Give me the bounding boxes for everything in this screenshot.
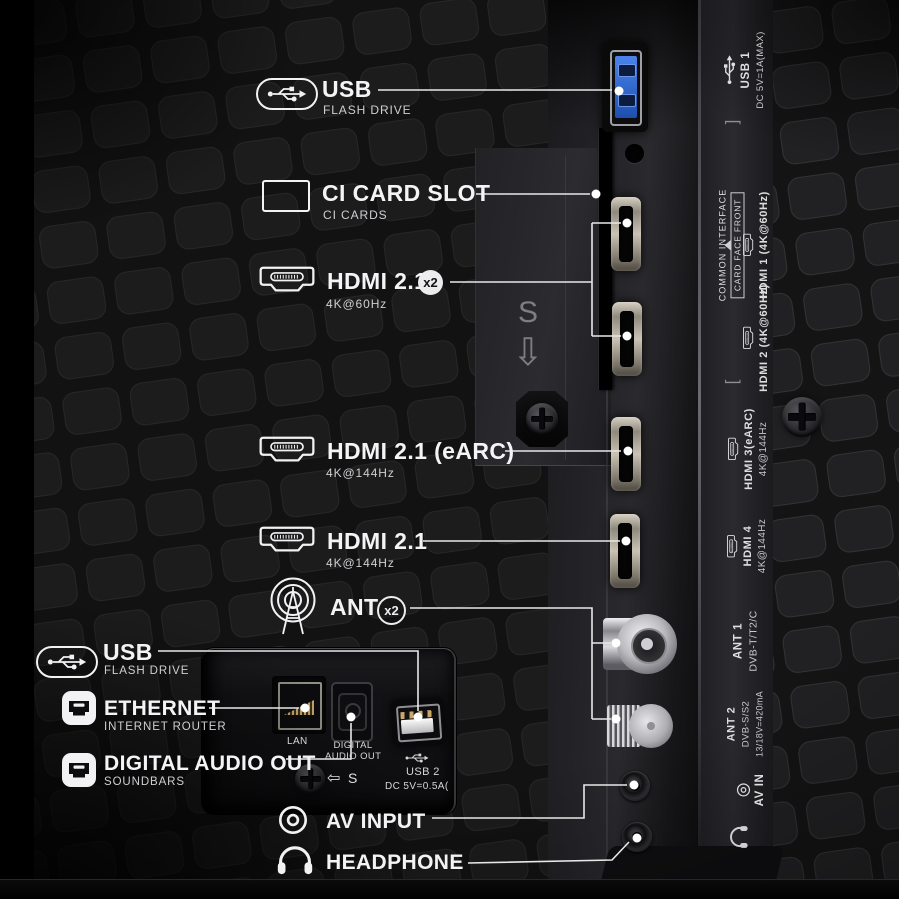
usb1-name: USB 1	[740, 51, 752, 89]
ant2-power: 13/18V=420mA	[754, 691, 765, 757]
panel-label-ant1: ANT 1 DVB-T/T2/C	[733, 610, 760, 671]
usb3-nub-top	[618, 64, 636, 77]
s-marker: S	[518, 296, 539, 329]
strip-edge-highlight	[698, 0, 701, 885]
ant1-name: ANT 1	[732, 622, 745, 660]
antenna-icon	[266, 576, 320, 638]
hdmi4-name: HDMI 4	[742, 525, 754, 567]
hdmi2-port	[612, 302, 642, 376]
usb2-label: USB 2	[406, 766, 440, 778]
optical-label-2: AUDIO OUT	[325, 751, 382, 762]
group-bracket: ]	[722, 119, 741, 125]
callout-digital-audio-label: DIGITAL AUDIO OUT	[104, 752, 316, 775]
callout-hdmi4-label: HDMI 2.1	[327, 528, 428, 554]
av-in-text: AV IN	[754, 773, 766, 807]
usb-icon	[722, 55, 737, 85]
hdmi-icon	[742, 326, 755, 350]
ant-x2-badge: x2	[377, 596, 406, 625]
hdmi3-spec: 4K@144Hz	[758, 421, 769, 477]
callout-ci-label: CI CARD SLOT	[322, 180, 491, 206]
hdmi1-text: HDMI 1 (4K@60Hz)	[758, 191, 770, 299]
optical-audio-lens	[345, 703, 361, 719]
panel-label-av-in: AV IN	[736, 773, 766, 807]
s-bay-marker: S	[348, 770, 358, 786]
hdmi4-port	[610, 514, 640, 588]
digital-audio-icon	[61, 752, 97, 788]
hdmi-icon	[726, 534, 739, 558]
panel-screw	[782, 397, 822, 437]
ant1-pin	[641, 638, 653, 650]
ci-card-icon	[262, 180, 310, 212]
callout-av-input-label: AV INPUT	[326, 810, 426, 833]
av-icon	[736, 783, 751, 798]
callout-ethernet-sub: INTERNET ROUTER	[104, 721, 227, 733]
hdmi-icon	[727, 437, 740, 461]
callout-usb-left-label: USB	[103, 639, 153, 665]
lan-label: LAN	[287, 736, 308, 747]
ant1-spec: DVB-T/T2/C	[747, 610, 760, 672]
panel-headphone-icon	[729, 825, 749, 849]
callout-headphone-label: HEADPHONE	[326, 851, 464, 874]
hdmi-x2-badge: x2	[418, 270, 443, 295]
group-bracket: [	[722, 379, 741, 385]
headphone-icon	[276, 845, 314, 876]
callout-hdmi-earc-sub: 4K@144Hz	[326, 466, 395, 480]
ant2-pin	[647, 722, 655, 730]
hdmi3-name: HDMI 3(eARC)	[743, 408, 755, 490]
av-in-jack	[620, 771, 650, 801]
left-arrow-icon: ⇦	[327, 770, 341, 787]
headphone-jack	[622, 822, 652, 852]
panel-label-hdmi4: HDMI 4 4K@144Hz	[726, 518, 768, 574]
hdmi-icon	[257, 434, 317, 466]
bottom-bezel	[0, 879, 899, 899]
hdmi-icon	[742, 233, 755, 257]
panel-label-common-interface: COMMON INTERFACE CARD FACE FRONT	[718, 189, 745, 301]
usb2-port	[390, 697, 446, 747]
hdmi2-text: HDMI 2 (4K@60Hz)	[758, 284, 770, 392]
usb-icon	[405, 752, 429, 764]
usb1-power: DC 5V=1A(MAX)	[755, 31, 766, 109]
callout-hdmi-earc-label: HDMI 2.1 (eARC)	[327, 438, 515, 464]
usb3-nub-bottom	[618, 94, 636, 107]
callout-hdmi-x2-sub: 4K@60Hz	[326, 297, 388, 311]
ant2-name: ANT 2	[725, 706, 738, 742]
callout-ci-sub: CI CARDS	[323, 208, 388, 222]
callout-usb-top-sub: FLASH DRIVE	[323, 103, 412, 117]
recess-screw	[526, 403, 558, 435]
usb-icon	[36, 646, 98, 678]
usb-icon	[256, 78, 318, 110]
panel-label-hdmi1: HDMI 1 (4K@60Hz)	[742, 191, 770, 299]
panel-label-hdmi3: HDMI 3(eARC) 4K@144Hz	[727, 408, 769, 490]
callout-hdmi-x2-label: HDMI 2.1	[327, 268, 428, 294]
callout-ethernet-label: ETHERNET	[104, 697, 221, 720]
hdmi4-spec: 4K@144Hz	[757, 518, 768, 574]
panel-label-usb1: USB 1 DC 5V=1A(MAX)	[722, 31, 766, 109]
callout-digital-audio-sub: SOUNDBARS	[104, 776, 185, 788]
usb2-power-label: DC 5V=0.5A(	[385, 781, 449, 792]
mounting-hole	[625, 144, 644, 163]
hdmi-icon	[257, 264, 317, 296]
optical-label-1: DIGITAL	[333, 740, 373, 751]
down-arrow-icon: ⇩	[512, 332, 544, 374]
callout-hdmi4-sub: 4K@144Hz	[326, 556, 395, 570]
callout-usb-top-label: USB	[322, 76, 372, 102]
headphone-icon	[729, 825, 749, 849]
ant2-spec: DVB-S/S2	[740, 700, 752, 748]
ci-card-slot	[598, 128, 612, 390]
usb3-port	[602, 42, 648, 132]
hdmi-icon	[257, 524, 317, 556]
av-input-icon	[277, 804, 309, 836]
hdmi3-port	[611, 417, 641, 491]
callout-usb-left-sub: FLASH DRIVE	[104, 665, 190, 677]
usb2-tongue	[400, 717, 434, 735]
panel-label-hdmi2: HDMI 2 (4K@60Hz)	[742, 284, 770, 392]
callout-ant-label: ANT	[330, 594, 379, 620]
hdmi1-port	[611, 197, 641, 271]
ethernet-icon	[61, 690, 97, 726]
lan-port	[278, 682, 322, 730]
panel-label-ant2: ANT 2 DVB-S/S2 13/18V=420mA	[726, 691, 765, 757]
